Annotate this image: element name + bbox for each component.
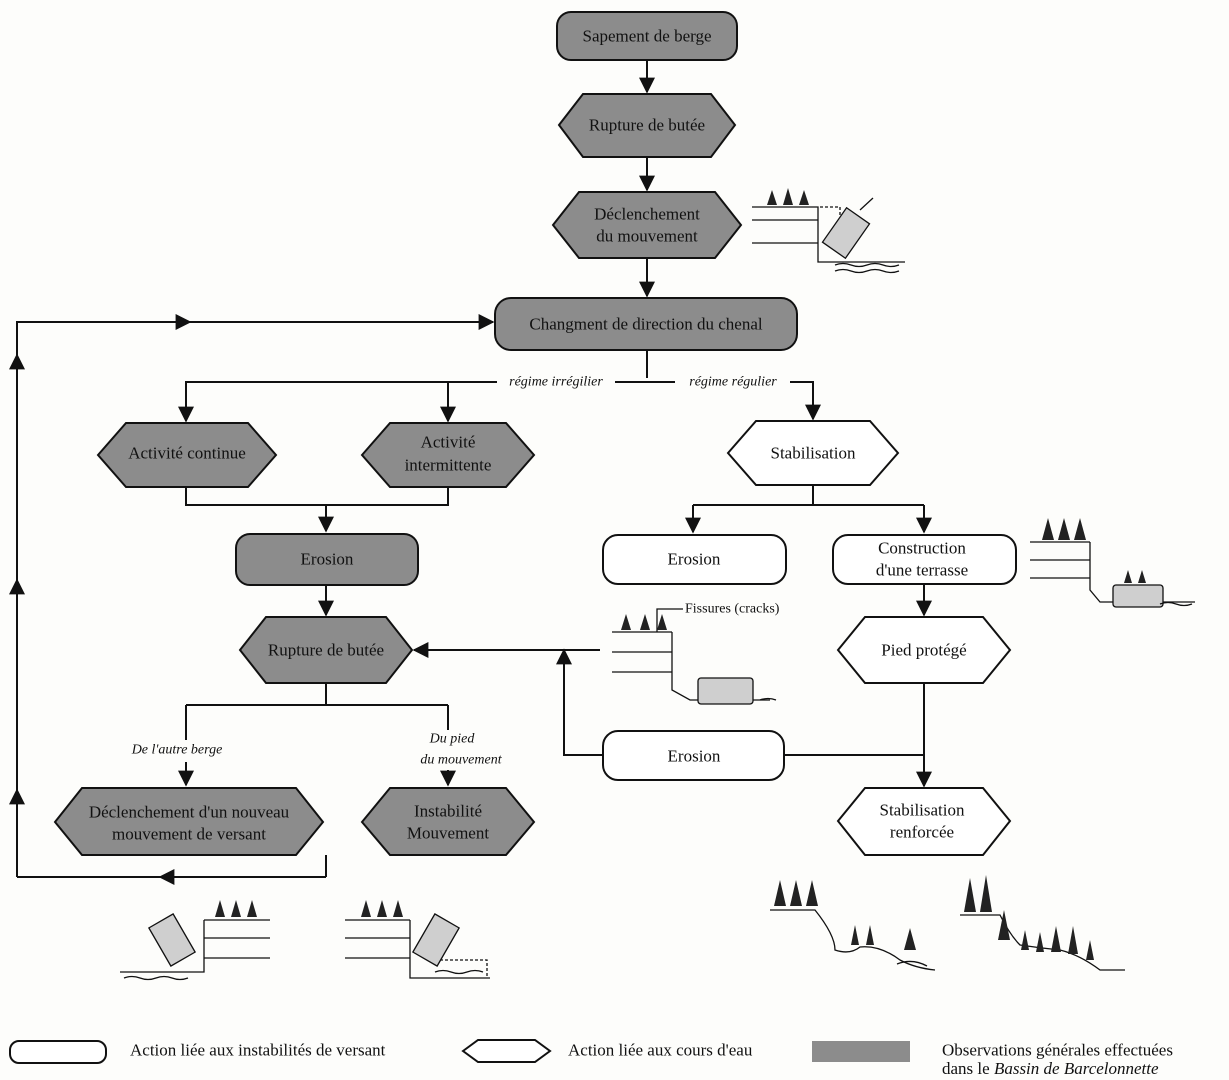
node-stabilisation: Stabilisation (726, 420, 900, 486)
edge-to-activite-continue (178, 381, 497, 423)
edge-loop-top (16, 314, 192, 355)
node-activite-inter-label-2: intermittente (405, 456, 492, 475)
node-erosion-bottom: Erosion (602, 730, 785, 781)
label-autre-berge: De l'autre berge (131, 743, 223, 758)
label-fissures: Fissures (cracks) (685, 602, 780, 617)
node-erosion-bottom-label: Erosion (668, 747, 721, 766)
sketch-bottom-right-1 (770, 880, 936, 971)
node-changement: Changment de direction du chenal (494, 297, 798, 351)
label-regime-regulier: régime régulier (689, 375, 777, 390)
node-stabren-label-2: renforcée (890, 823, 954, 842)
node-declenchement-nouveau: Déclenchement d'un nouveau mouvement de … (53, 787, 325, 856)
edges (9, 60, 932, 885)
node-instabilite-label-1: Instabilité (414, 802, 482, 821)
edge-activity-merge (185, 487, 449, 506)
node-declenchement-top-label-2: du mouvement (596, 227, 698, 246)
node-erosion-right: Erosion (602, 534, 787, 585)
node-activite-inter-label-1: Activité (421, 433, 476, 452)
sketch-bottom-left-2 (345, 900, 490, 979)
node-sapement-label: Sapement de berge (582, 27, 711, 46)
sketch-terrasse (1030, 518, 1195, 608)
legend-versant-label: Action liée aux instabilités de versant (130, 1041, 386, 1060)
legend-item-versant: Action liée aux instabilités de versant (9, 1040, 386, 1064)
node-pied-protege-label: Pied protégé (881, 641, 966, 660)
legend-item-cours-eau: Action liée aux cours d'eau (461, 1039, 753, 1063)
legend-observations-label-1: Observations générales effectuées (942, 1041, 1173, 1060)
legend-cours-eau-label: Action liée aux cours d'eau (568, 1041, 753, 1060)
node-sapement: Sapement de berge (556, 11, 738, 61)
node-stabilisation-renforcee: Stabilisation renforcée (836, 787, 1012, 856)
node-erosion-left-label: Erosion (301, 550, 354, 569)
node-instabilite: Instabilité Mouvement (360, 787, 536, 856)
legend: Action liée aux instabilités de versant … (9, 1039, 1173, 1078)
sketch-slide-top (752, 188, 905, 274)
node-stabilisation-label: Stabilisation (771, 444, 857, 463)
svg-text:dans le Bassin de Barcelonnett: dans le Bassin de Barcelonnette (942, 1059, 1159, 1078)
node-nouveau-label-2: mouvement de versant (112, 825, 266, 844)
label-du-pied-1: Du pied (429, 732, 476, 747)
legend-item-observations: Observations générales effectuées dans l… (812, 1041, 1173, 1078)
node-construction-label-1: Construction (878, 539, 966, 558)
edge-erosion-bottom-up (556, 648, 602, 756)
node-activite-intermittente: Activité intermittente (360, 422, 536, 488)
node-declenchement-top-label-1: Déclenchement (594, 205, 700, 224)
legend-observations-prefix: dans le (942, 1059, 994, 1078)
node-nouveau-label-1: Déclenchement d'un nouveau (89, 803, 290, 822)
node-rupture-top: Rupture de butée (557, 93, 737, 158)
fissures-leader (656, 608, 683, 632)
node-declenchement-top: Déclenchement du mouvement (551, 191, 743, 259)
node-erosion-right-label: Erosion (668, 550, 721, 569)
node-activite-continue-label: Activité continue (128, 444, 246, 463)
label-regime-irregulier: régime irrégilier (509, 375, 603, 390)
node-pied-protege: Pied protégé (836, 616, 1012, 684)
edge-to-stabilisation (790, 381, 821, 421)
node-construction: Construction d'une terrasse (832, 534, 1017, 585)
label-du-pied-2: du mouvement (420, 753, 502, 768)
sketch-bottom-left-1 (120, 900, 270, 981)
node-stabren-label-1: Stabilisation (880, 801, 966, 820)
node-rupture-mid-label: Rupture de butée (268, 641, 384, 660)
node-rupture-top-label: Rupture de butée (589, 116, 705, 135)
node-instabilite-label-2: Mouvement (407, 824, 489, 843)
node-activite-continue: Activité continue (96, 422, 278, 488)
node-construction-label-2: d'une terrasse (876, 561, 968, 580)
legend-observations-italic: Bassin de Barcelonnette (994, 1059, 1159, 1078)
sketch-bottom-right-2 (960, 875, 1125, 971)
node-changement-label: Changment de direction du chenal (529, 315, 762, 334)
node-erosion-left: Erosion (235, 533, 419, 586)
node-rupture-mid: Rupture de butée (238, 616, 414, 684)
sketch-fissures (612, 614, 777, 705)
